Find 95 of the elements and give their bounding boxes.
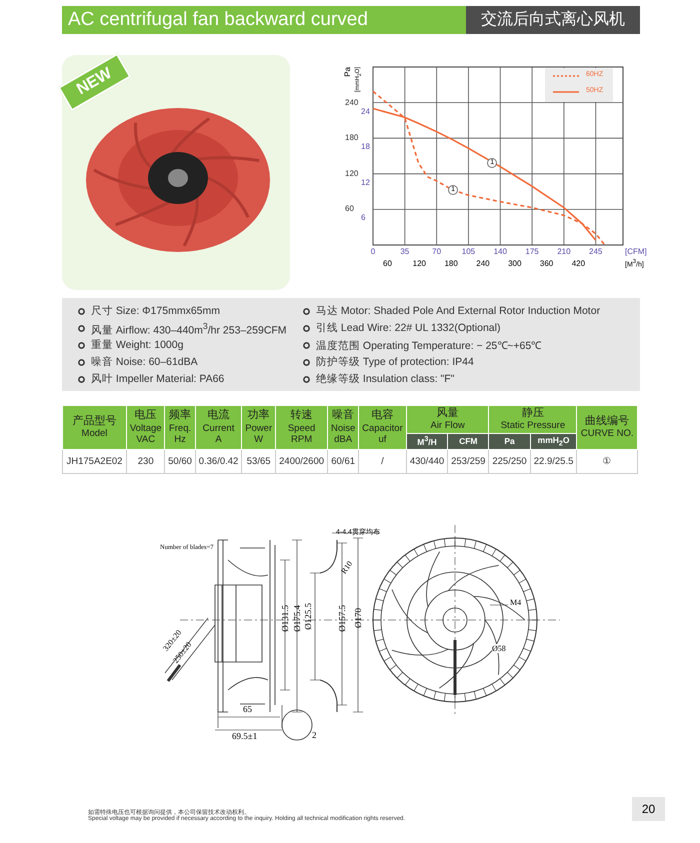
column-subheader: RPM [290, 434, 314, 446]
spec-item: 马达 Motor: Shaded Pole And External Rotor Induction Motor [316, 304, 600, 318]
spec-item: 绝缘等级 Insulation class: "F" [316, 372, 454, 386]
y-tick-label: 18 [361, 142, 370, 152]
table-cell: 0.36/0.42 [195, 449, 242, 474]
column-subheader: Power [244, 422, 273, 434]
column-header: 电压 [134, 409, 158, 423]
spec-item: 噪音 Noise: 60–61dBA [91, 355, 198, 369]
column-subheader: Hz [173, 434, 187, 446]
y-tick-label: 180 [345, 133, 358, 142]
x-tick-label: 105 [460, 247, 476, 256]
dimension-label: R10 [339, 559, 354, 576]
table-cell: ① [576, 449, 638, 474]
axis-title: Pa [343, 67, 352, 77]
column-subheader: CURVE NO. [580, 428, 635, 440]
column-subheader: Noise [330, 422, 356, 434]
column-subheader: VAC [135, 434, 156, 446]
table-cell: 225/250 [488, 449, 530, 474]
column-header: 功率 [246, 409, 271, 423]
page-title: AC centrifugal fan backward curved [68, 9, 368, 31]
dimension-label: Ø157.5 [337, 605, 347, 632]
subtitle-banner: 交流后向式离心风机 [466, 6, 640, 34]
subheader-cell: mmH$_{2}$O [530, 433, 577, 450]
x-tick-label: 210 [556, 247, 572, 256]
table-cell: 60/61 [328, 449, 358, 474]
spec-item: 尺寸 Size: Φ175mmx65mm [91, 304, 220, 318]
column-header: 静压 [520, 407, 545, 420]
x-tick-label: 175 [524, 247, 540, 256]
table-cell: 230 [126, 449, 165, 474]
dimension-label: Ø125.5 [303, 603, 313, 630]
column-subheader: Model [80, 428, 108, 440]
axis-title: [CFM] [625, 247, 647, 256]
column-subheader: Static Pressure [500, 420, 566, 432]
spec-item: 引线 Lead Wire: 22# UL 1332(Optional) [316, 321, 500, 335]
dimension-label: M4 [510, 598, 522, 607]
x-tick-label: 180 [443, 259, 459, 268]
subheader-cell: M$^{3}$/H [406, 433, 448, 450]
y-tick-label: 60 [345, 204, 354, 214]
x-tick-label: 60 [382, 259, 393, 268]
column-subheader: dBA [333, 434, 354, 446]
column-subheader: Voltage [128, 422, 162, 434]
column-subheader: uf [377, 434, 388, 446]
table-cell: 2400/2600 [275, 449, 328, 474]
table-cell: / [358, 449, 406, 474]
spec-item: 温度范围 Operating Temperature: − 25℃~+65℃ [316, 339, 542, 353]
page-number: 20 [632, 797, 665, 821]
x-tick-label: 240 [475, 259, 491, 268]
dimension-label: 69.5±1 [232, 731, 258, 741]
spec-item: 风量 Airflow: 430–440m$^{3}$/hr 253–259CFM [91, 321, 287, 338]
dimension-label: Ø175.4 [292, 605, 302, 632]
column-header: 电流 [206, 409, 231, 423]
column-subheader: A [214, 434, 223, 446]
column-header: 噪音 [331, 409, 356, 423]
column-subheader: Freq. [168, 422, 192, 434]
x-tick-label: 70 [431, 247, 442, 256]
x-tick-label: 140 [492, 247, 508, 256]
y-tick-label: 12 [361, 178, 370, 187]
table-cell: 50/60 [164, 449, 196, 474]
column-header: 转速 [290, 409, 314, 423]
y-tick-label: 6 [361, 213, 366, 222]
spec-item: 重量 Weight: 1000g [91, 338, 184, 352]
x-tick-label: 300 [507, 259, 522, 268]
x-tick-label: 360 [538, 259, 554, 268]
x-tick-label: 245 [588, 247, 604, 256]
column-subheader: Speed [286, 422, 316, 434]
dimension-label: Ø131.5 [280, 605, 290, 632]
table-cell: 53/65 [242, 449, 276, 474]
spec-item: 防护等级 Type of protection: IP44 [316, 355, 474, 369]
column-header: 频率 [168, 409, 192, 423]
table-cell: 430/440 [406, 449, 448, 474]
column-subheader: Capacitor [361, 422, 404, 434]
table-cell: 22.9/25.5 [530, 449, 577, 474]
dimension-label: Ø170 [353, 608, 363, 628]
x-tick-label: 35 [399, 247, 410, 256]
y-tick-label: 24 [361, 106, 370, 116]
spec-item: 风叶 Impeller Material: PA66 [91, 372, 224, 386]
column-subheader: Air Flow [429, 420, 466, 432]
column-header: 风量 [436, 407, 460, 420]
column-subheader: Current [202, 422, 236, 434]
y-tick-label: 240 [345, 98, 358, 107]
table-cell: 253/259 [448, 449, 489, 474]
column-header: 电容 [370, 409, 394, 423]
x-tick-label: 120 [412, 259, 427, 268]
column-header: 产品型号 [71, 415, 118, 428]
subheader-cell: CFM [448, 433, 489, 450]
column-header: 曲线编号 [584, 415, 630, 428]
table-cell: JH175A2E02 [62, 449, 126, 474]
y-tick-label: 120 [345, 168, 358, 178]
dimension-label: 65 [243, 704, 252, 714]
x-tick-label: 420 [570, 259, 586, 268]
dimension-label: 2 [312, 730, 316, 740]
dimension-label: Ø58 [492, 644, 506, 653]
subheader-cell: Pa [488, 433, 530, 450]
column-subheader: W [253, 434, 264, 446]
x-tick-label: 0 [370, 247, 376, 256]
